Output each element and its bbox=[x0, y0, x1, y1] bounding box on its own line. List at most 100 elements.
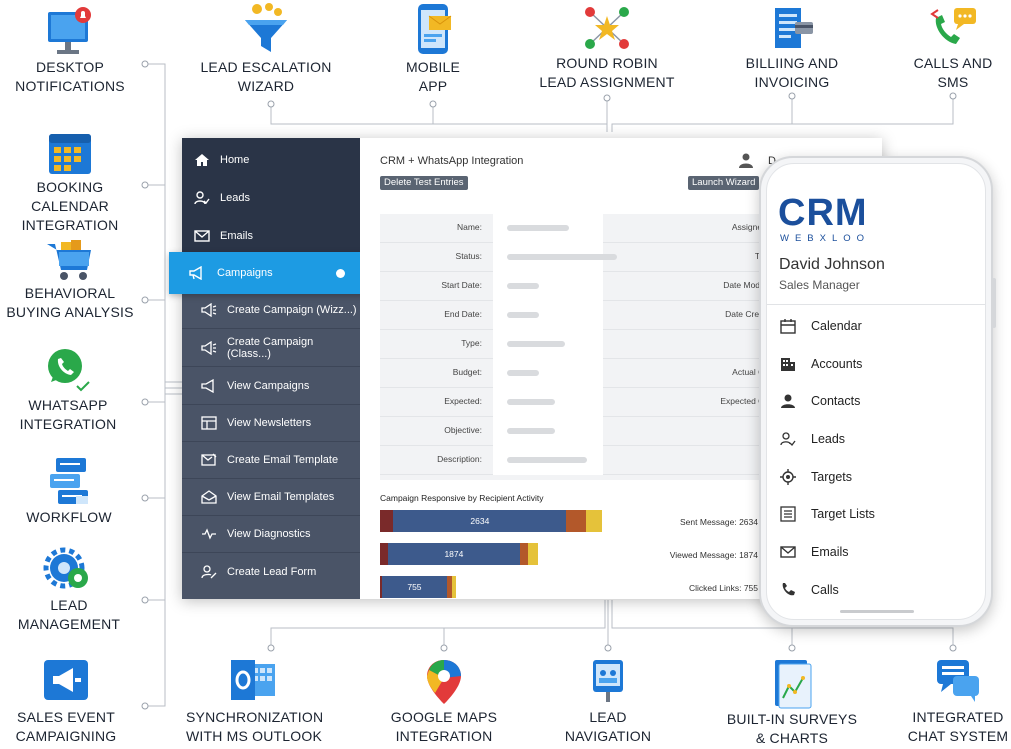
sidebar-item-home[interactable]: Home bbox=[182, 141, 360, 178]
form-value[interactable] bbox=[493, 243, 617, 272]
form-value[interactable] bbox=[493, 214, 603, 243]
form-label: Status: bbox=[455, 251, 482, 261]
feature-label: SALES EVENT CAMPAIGNING bbox=[15, 709, 117, 744]
feature-lead-management: LEAD MANAGEMENT bbox=[14, 546, 124, 634]
envelope-open-icon bbox=[199, 489, 219, 505]
phone-menu-contacts[interactable]: Contacts bbox=[767, 386, 985, 416]
person-icon bbox=[779, 392, 797, 410]
form-label-right: Expected Cost: bbox=[720, 396, 778, 406]
page-title: CRM + WhatsApp Integration bbox=[380, 155, 524, 167]
feature-behavioral: BEHAVIORAL BUYING ANALYSIS bbox=[4, 236, 136, 322]
chart-category-label: Clicked Links: 755 bbox=[689, 583, 758, 593]
form-value[interactable] bbox=[493, 359, 603, 388]
sidebar-item-emails[interactable]: Emails bbox=[182, 217, 360, 254]
form-value[interactable] bbox=[493, 330, 603, 359]
feature-outlook: SYNCHRONIZATION WITH MS OUTLOOK bbox=[186, 656, 323, 746]
user-avatar[interactable] bbox=[738, 152, 754, 173]
chart-bar[interactable]: 1874 bbox=[380, 543, 538, 565]
sidebar-item-create-campaign-classic[interactable]: Create Campaign (Class...) bbox=[182, 330, 360, 367]
form-label-right: Assignet To: bbox=[731, 222, 778, 232]
pulse-icon bbox=[199, 526, 219, 542]
crm-logo: CRM bbox=[778, 192, 868, 234]
form-row: Budget: Actual Cost: bbox=[380, 359, 780, 388]
feature-booking-calendar: BOOKING CALENDAR INTEGRATION bbox=[0, 128, 140, 235]
sidebar-item-label: Campaigns bbox=[217, 267, 273, 279]
phone-menu-calendar[interactable]: Calendar bbox=[767, 311, 985, 341]
form-value[interactable] bbox=[493, 272, 603, 301]
sidebar-item-campaigns[interactable]: Campaigns bbox=[169, 252, 367, 294]
chart-bar[interactable]: 2634 bbox=[380, 510, 602, 532]
sidebar-item-view-newsletters[interactable]: View Newsletters bbox=[182, 405, 360, 442]
placeholder-bar bbox=[507, 312, 539, 318]
sidebar-item-view-email-templates[interactable]: View Email Templates bbox=[182, 479, 360, 516]
form-value[interactable] bbox=[493, 388, 603, 417]
feature-desktop-notifications: DESKTOP NOTIFICATIONS bbox=[14, 6, 126, 96]
form-label: Expected: bbox=[444, 396, 482, 406]
placeholder-bar bbox=[507, 283, 539, 289]
phone-menu-label: Targets bbox=[811, 470, 852, 484]
sidebar-item-view-campaigns[interactable]: View Campaigns bbox=[182, 368, 360, 405]
chart-bar-segment bbox=[586, 510, 602, 532]
form-row: Description: bbox=[380, 446, 780, 475]
feature-mobile-app: MOBILE APP bbox=[383, 2, 483, 96]
placeholder-bar bbox=[507, 341, 565, 347]
phone-menu-label: Target Lists bbox=[811, 507, 875, 521]
navigation-board-icon bbox=[593, 660, 623, 702]
placeholder-bar bbox=[507, 399, 555, 405]
form-value[interactable] bbox=[493, 301, 603, 330]
form-value[interactable] bbox=[493, 417, 603, 446]
form-row: Name:Assignet To: bbox=[380, 214, 780, 243]
profile-name: David Johnson bbox=[779, 256, 885, 273]
sidebar-item-label: Create Email Template bbox=[227, 454, 339, 466]
megaphone-icon bbox=[199, 302, 219, 318]
phone-menu-targets[interactable]: Targets bbox=[767, 462, 985, 492]
phone-menu-target-lists[interactable]: Target Lists bbox=[767, 499, 985, 529]
crm-logo-subtitle: WEBXLOO bbox=[780, 233, 871, 244]
outlook-icon bbox=[231, 660, 275, 700]
launch-wizard-button[interactable]: Launch Wizard bbox=[688, 176, 760, 190]
sidebar-item-leads[interactable]: Leads bbox=[182, 179, 360, 216]
phone-menu-calls[interactable]: Calls bbox=[767, 575, 985, 605]
home-indicator bbox=[840, 610, 914, 613]
feature-label: LEAD NAVIGATION bbox=[564, 709, 652, 744]
chart-bar-segment bbox=[380, 543, 388, 565]
sidebar-item-label: Create Campaign (Class...) bbox=[226, 336, 314, 360]
phone-menu-emails[interactable]: Emails bbox=[767, 537, 985, 567]
feature-whatsapp: WHATSAPP INTEGRATION bbox=[6, 344, 130, 434]
form-label: End Date: bbox=[444, 309, 482, 319]
feature-label: INTEGRATED CHAT SYSTEM bbox=[907, 709, 1009, 744]
placeholder-bar bbox=[507, 225, 569, 231]
chart-bar[interactable]: 755 bbox=[380, 576, 456, 598]
feature-label: ROUND ROBIN LEAD ASSIGNMENT bbox=[539, 55, 675, 90]
sidebar-item-label: View Email Templates bbox=[227, 491, 335, 503]
user-check-icon bbox=[192, 190, 212, 206]
sidebar-item-create-lead-form[interactable]: Create Lead Form bbox=[182, 553, 360, 590]
newsletter-icon bbox=[199, 415, 219, 431]
chart-bar-segment bbox=[451, 576, 456, 598]
form-label: Type: bbox=[461, 338, 482, 348]
email-edit-icon bbox=[199, 452, 219, 468]
delete-test-entries-button[interactable]: Delete Test Entries bbox=[380, 176, 468, 190]
sidebar-item-label: Create Campaign (Wizz...) bbox=[227, 304, 357, 316]
form-label: Description: bbox=[437, 454, 482, 464]
sidebar-item-view-diagnostics[interactable]: View Diagnostics bbox=[182, 516, 360, 553]
feature-label: DESKTOP NOTIFICATIONS bbox=[15, 59, 125, 94]
phone-menu-leads[interactable]: Leads bbox=[767, 424, 985, 454]
whatsapp-icon bbox=[48, 349, 90, 392]
form-label: Budget: bbox=[452, 367, 482, 377]
feature-label: LEAD MANAGEMENT bbox=[17, 597, 121, 632]
sidebar-item-create-email-template[interactable]: Create Email Template bbox=[182, 442, 360, 479]
sidebar-item-create-campaign-wizard[interactable]: Create Campaign (Wizz...) bbox=[182, 292, 360, 329]
form-row: Type: bbox=[380, 330, 780, 359]
chat-bubbles-icon bbox=[937, 660, 979, 702]
feature-surveys: BUILT-IN SURVEYS & CHARTS bbox=[722, 656, 862, 748]
form-label: Objective: bbox=[444, 425, 482, 435]
phone-menu-label: Accounts bbox=[811, 357, 863, 371]
feature-label: CALLS AND SMS bbox=[913, 55, 993, 90]
phone-menu-accounts[interactable]: Accounts bbox=[767, 349, 985, 379]
feature-label: BUILT-IN SURVEYS & CHARTS bbox=[726, 711, 858, 746]
form-label-right: Actual Cost: bbox=[732, 367, 778, 377]
chart-bar-segment bbox=[566, 510, 587, 532]
sidebar-item-label: Home bbox=[220, 153, 250, 166]
form-value[interactable] bbox=[493, 446, 603, 475]
